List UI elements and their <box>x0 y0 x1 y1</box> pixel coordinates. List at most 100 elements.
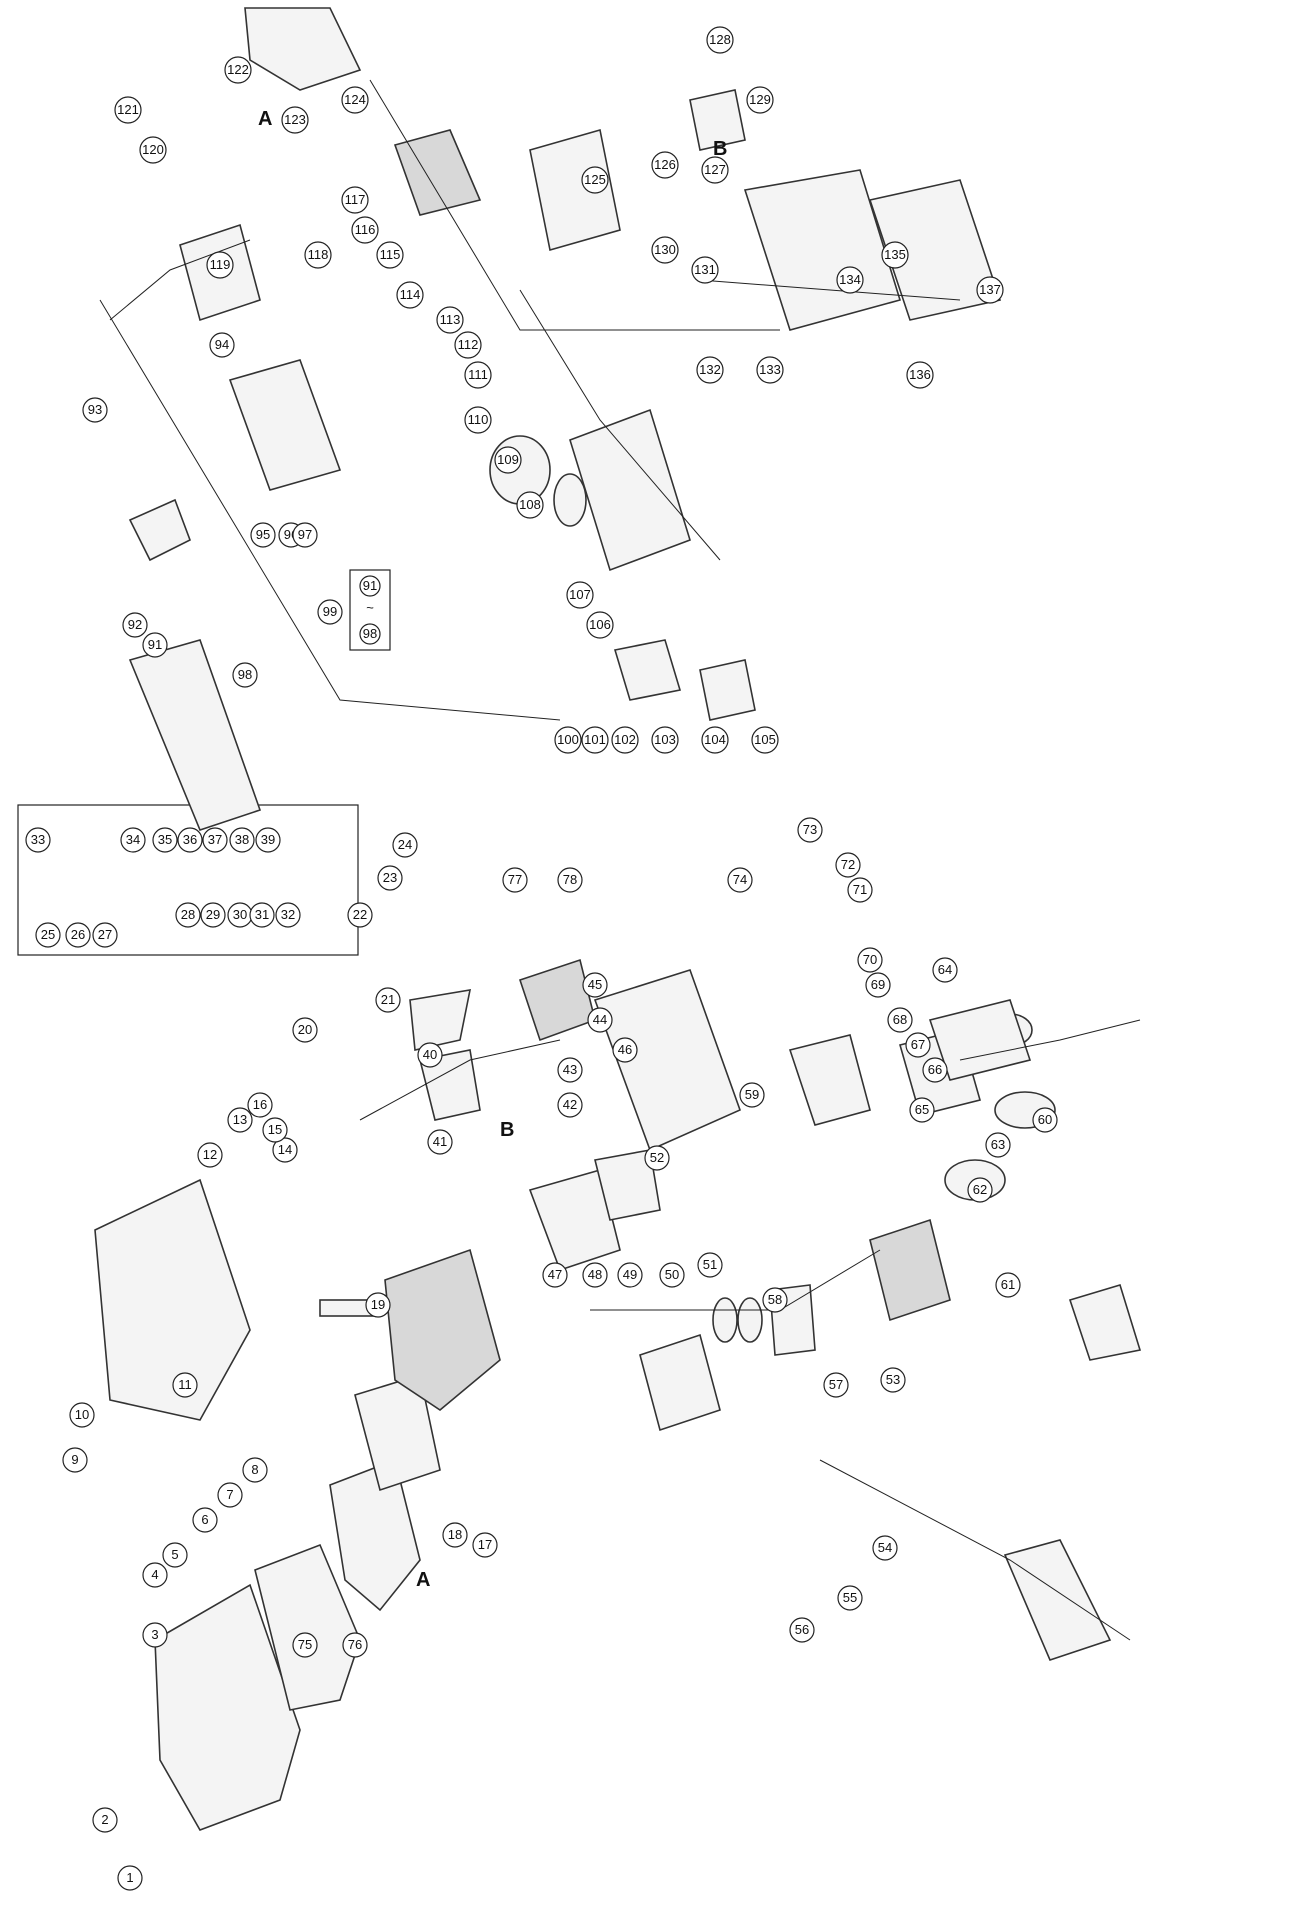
callout-circle <box>835 852 861 878</box>
callout-number: 12 <box>203 1147 217 1162</box>
air-filter-part <box>594 1149 661 1221</box>
callout-62: 62 <box>967 1177 993 1203</box>
callout-123: 123 <box>281 106 309 134</box>
callout-97: 97 <box>292 522 318 548</box>
callout-51: 51 <box>697 1252 723 1278</box>
callout-50: 50 <box>659 1262 685 1288</box>
callout-number: 116 <box>355 222 376 237</box>
callout-number: 46 <box>618 1042 632 1057</box>
callout-number: 137 <box>979 282 1001 297</box>
callout-circle <box>304 241 332 269</box>
tank-cap-part <box>689 89 746 151</box>
callout-circle <box>557 1057 583 1083</box>
callout-circle <box>35 922 61 948</box>
callout-number: 125 <box>584 172 606 187</box>
callout-75: 75 <box>292 1632 318 1658</box>
callout-circle <box>392 832 418 858</box>
callout-circle <box>62 1447 88 1473</box>
callout-circle <box>651 151 679 179</box>
callout-circle <box>142 1562 168 1588</box>
callout-61: 61 <box>995 1272 1021 1298</box>
callout-64: 64 <box>932 957 958 983</box>
callout-136: 136 <box>906 361 934 389</box>
callout-circle <box>376 241 404 269</box>
callout-number: 70 <box>863 952 877 967</box>
callout-15: 15 <box>262 1117 288 1143</box>
callout-circle <box>65 922 91 948</box>
callout-95: 95 <box>250 522 276 548</box>
callout-circle <box>582 972 608 998</box>
callout-number: 78 <box>563 872 577 887</box>
callout-circle <box>586 611 614 639</box>
callout-number: 127 <box>704 162 726 177</box>
callout-number: 29 <box>206 907 220 922</box>
callout-34: 34 <box>120 827 146 853</box>
callout-77: 77 <box>502 867 528 893</box>
callout-57: 57 <box>823 1372 849 1398</box>
leader-line <box>699 279 961 301</box>
handle-assembly-group <box>99 7 1002 831</box>
callout-circle <box>789 1617 815 1643</box>
callout-circle <box>516 491 544 519</box>
flywheel-part <box>393 129 482 216</box>
clamp-part-102 <box>613 639 682 701</box>
callout-30: 30 <box>227 902 253 928</box>
callout-number: 22 <box>353 907 367 922</box>
callout-number: 45 <box>588 977 602 992</box>
callout-103: 103 <box>651 726 679 754</box>
callout-number: 3 <box>151 1627 158 1642</box>
callout-number: 50 <box>665 1267 679 1282</box>
callout-9: 9 <box>62 1447 88 1473</box>
callout-circle <box>292 1632 318 1658</box>
callout-7: 7 <box>217 1482 243 1508</box>
callout-number: 67 <box>911 1037 925 1052</box>
callout-number: 11 <box>178 1377 192 1392</box>
carburetor-detail-box <box>17 804 359 956</box>
clutch-housing-part <box>569 408 691 572</box>
callout-number: 40 <box>423 1047 437 1062</box>
callout-53: 53 <box>880 1367 906 1393</box>
callout-21: 21 <box>375 987 401 1013</box>
callout-76: 76 <box>342 1632 368 1658</box>
callout-circle <box>932 957 958 983</box>
callout-circle <box>192 1507 218 1533</box>
callout-65: 65 <box>909 1097 935 1123</box>
range-box-total: 99 <box>323 604 337 619</box>
callout-number: 128 <box>709 32 731 47</box>
callout-number: 61 <box>1001 1277 1015 1292</box>
callout-circle <box>464 406 492 434</box>
callout-circle <box>175 902 201 928</box>
callout-circle <box>92 922 118 948</box>
callout-number: 75 <box>298 1637 312 1652</box>
callout-circle <box>341 86 369 114</box>
callout-number: 6 <box>201 1512 208 1527</box>
callout-number: 53 <box>886 1372 900 1387</box>
callout-number: 94 <box>215 337 229 352</box>
callout-circle <box>375 987 401 1013</box>
callout-63: 63 <box>985 1132 1011 1158</box>
callout-circle <box>224 56 252 84</box>
callout-circle <box>727 867 753 893</box>
callout-11: 11 <box>172 1372 198 1398</box>
callout-circle <box>557 867 583 893</box>
callout-26: 26 <box>65 922 91 948</box>
callout-number: 36 <box>183 832 197 847</box>
callout-number: 59 <box>745 1087 759 1102</box>
callout-78: 78 <box>557 867 583 893</box>
callout-68: 68 <box>887 1007 913 1033</box>
callout-number: 135 <box>884 247 906 262</box>
callout-number: 68 <box>893 1012 907 1027</box>
callout-circle <box>142 1622 168 1648</box>
callout-number: 33 <box>31 832 45 847</box>
callout-circle <box>250 522 276 548</box>
callout-number: 2 <box>101 1812 108 1827</box>
range-box-from: 91 <box>363 578 377 593</box>
callout-circle <box>292 1017 318 1043</box>
clutch-part <box>1068 1284 1142 1361</box>
callout-number: 25 <box>41 927 55 942</box>
callout-number: 52 <box>650 1150 664 1165</box>
callout-circle <box>756 356 784 384</box>
callout-125: 125 <box>581 166 609 194</box>
callout-circle <box>612 1037 638 1063</box>
